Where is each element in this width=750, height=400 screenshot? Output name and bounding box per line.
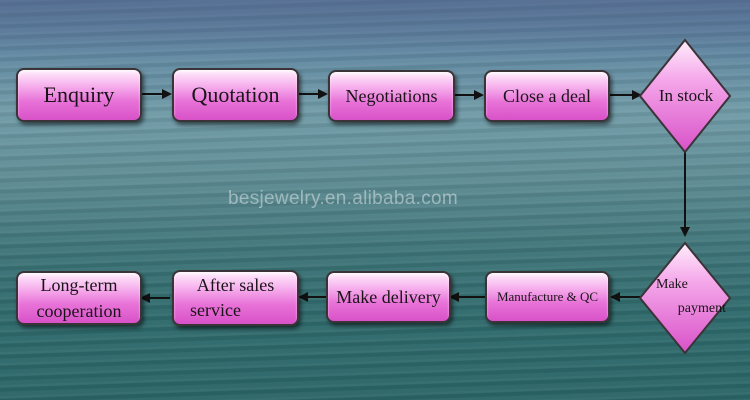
after-sales-box: After sales service [172,270,299,326]
enquiry-label: Enquiry [43,82,115,108]
payment-label-line2: payment [677,301,726,316]
negotiations-label: Negotiations [345,85,438,106]
close-deal-box: Close a deal [484,70,610,122]
after-sales-line1: After sales [196,275,275,296]
long-term-line2: cooperation [36,300,122,321]
payment-diamond-shape [638,241,732,355]
long-term-line1: Long-term [40,274,118,295]
instock-diamond-shape [638,38,732,154]
long-term-text: Long-term cooperation [18,275,140,321]
after-sales-line2: service [190,300,241,320]
manufacture-qc-box: Manufacture & QC [485,271,610,323]
quotation-box: Quotation [172,68,299,122]
after-sales-text: After sales service [174,275,297,320]
instock-label: In stock [658,86,714,105]
quotation-label: Quotation [191,82,280,108]
make-delivery-box: Make delivery [326,271,451,323]
watermark-text: besjewelry.en.alibaba.com [228,188,458,209]
negotiations-box: Negotiations [328,70,455,122]
long-term-box: Long-term cooperation [16,271,142,325]
payment-label-line1: Make [656,277,688,292]
close-deal-label: Close a deal [503,85,591,106]
enquiry-box: Enquiry [16,68,142,122]
payment-label: Make payment [648,273,728,321]
make-delivery-label: Make delivery [336,286,441,307]
manufacture-qc-label: Manufacture & QC [496,288,599,304]
